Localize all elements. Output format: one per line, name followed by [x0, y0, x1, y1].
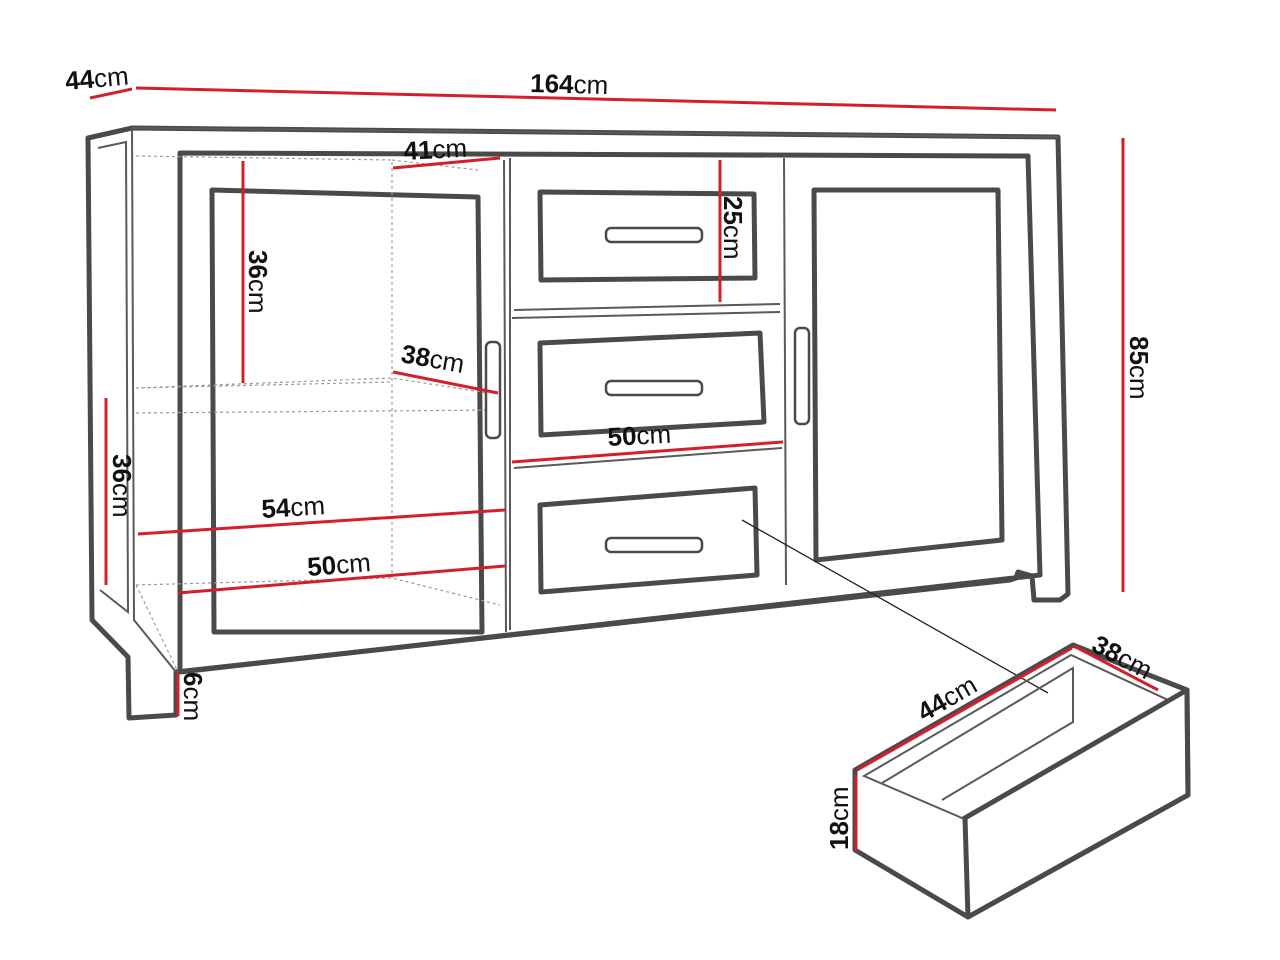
shelf-depth-label: 38cm [399, 338, 467, 379]
width-line [135, 86, 1057, 112]
depth-label: 44cm [64, 61, 130, 96]
drawer-height-label: 18cm [824, 786, 854, 850]
drawer-leader-line [741, 519, 1049, 694]
height-label: 85cm [1124, 336, 1154, 400]
left-door-edge [503, 159, 507, 633]
shelf-width-label: 41cm [403, 133, 468, 166]
drawer-column-edge [509, 157, 787, 630]
cabinet-outline [85, 125, 1071, 721]
drawer-2-front [537, 330, 767, 438]
depth-line [89, 87, 133, 100]
interior-ghost-lines [135, 155, 501, 673]
drawer-3-front [537, 485, 760, 595]
inner-width-label: 54cm [261, 490, 326, 524]
dimension-labels: 44cm 164cm 85cm 41cm 36cm 38cm 36cm 54cm… [64, 61, 1158, 850]
drawer-opening-width-label: 50cm [607, 419, 672, 452]
drawer-1-front [537, 189, 758, 283]
right-door-frame [811, 187, 1005, 563]
top-front-edge [131, 127, 1059, 138]
left-door-frame [209, 187, 485, 635]
shelf-width-line [392, 156, 501, 170]
drawer-1-handle [604, 226, 704, 244]
extracted-drawer [852, 642, 1191, 920]
upper-height-label: 36cm [243, 250, 273, 314]
drawer-2-handle [604, 379, 704, 397]
drawer-inner-floor [881, 666, 1074, 801]
inner-depth-line [177, 564, 506, 595]
drawer-front-height-label: 25cm [718, 196, 748, 260]
front-frame [177, 150, 1043, 675]
dimension-lines [89, 86, 1159, 851]
drawer-3-handle [604, 536, 704, 554]
drawer-width-label: 38cm [1087, 629, 1157, 685]
leg-height-label: 6cm [178, 672, 208, 721]
drawer-opening-width-line [511, 440, 784, 464]
inner-width-line [137, 508, 506, 536]
drawer-2-recess [511, 311, 783, 469]
drawer-length-line [856, 646, 1073, 772]
cabinet [85, 125, 1071, 721]
drawer-1-recess [513, 303, 781, 311]
inner-depth-label: 50cm [306, 547, 372, 582]
shelf-depth-line [392, 370, 499, 395]
side-panel-inner [97, 140, 130, 615]
lower-height-label: 36cm [107, 454, 137, 518]
side-panel-edge [131, 127, 177, 673]
drawer-width-line [1073, 644, 1159, 692]
right-door-handle [793, 326, 811, 426]
width-label: 164cm [530, 68, 609, 100]
drawer-front-panel [962, 687, 1191, 920]
